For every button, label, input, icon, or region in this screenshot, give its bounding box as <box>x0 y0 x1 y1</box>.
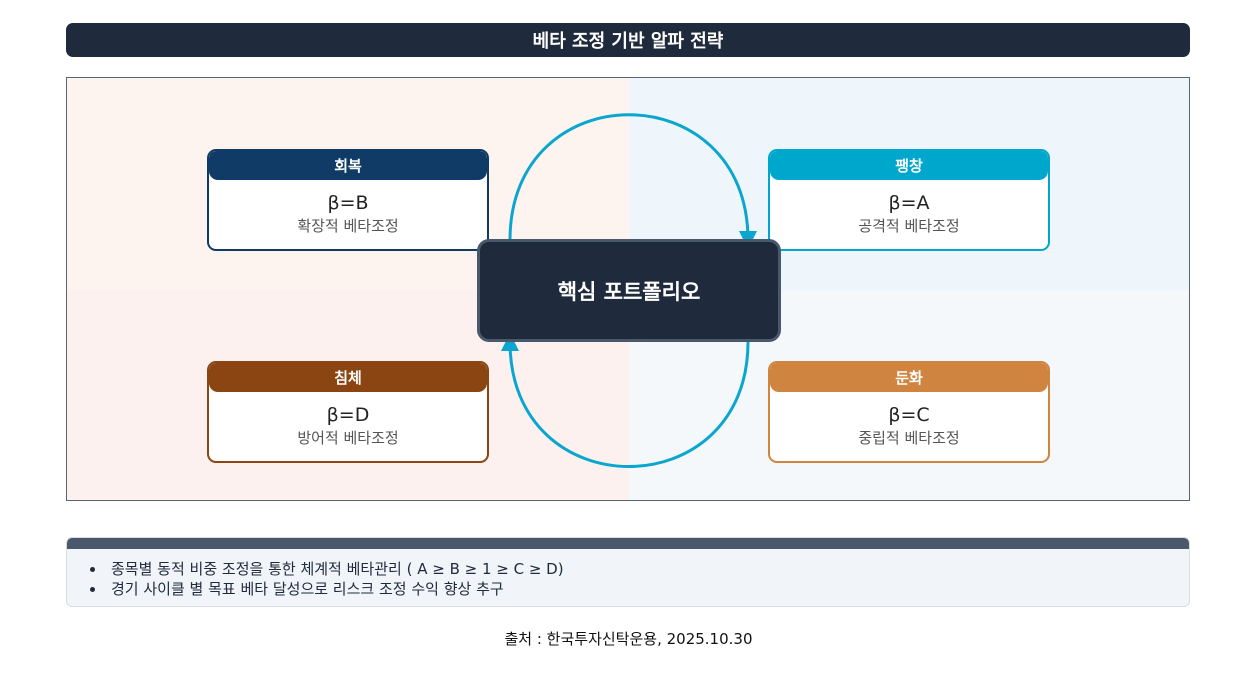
card-recession-phase: 침체 <box>209 363 487 392</box>
notes-box: 종목별 동적 비중 조정을 통한 체계적 베타관리 ( A ≥ B ≥ 1 ≥ … <box>66 537 1190 607</box>
card-expansion-phase: 팽창 <box>770 151 1048 180</box>
card-recession: 침체 β=D 방어적 베타조정 <box>207 361 489 463</box>
cycle-arrows <box>501 113 757 468</box>
card-recession-beta: β=D <box>326 404 370 426</box>
cycle-diagram: 회복 β=B 확장적 베타조정 팽창 β=A 공격적 베타조정 침체 β=D 방… <box>66 77 1190 501</box>
cycle-arrow-bottom <box>501 333 750 468</box>
card-expansion: 팽창 β=A 공격적 베타조정 <box>768 149 1050 251</box>
card-recovery-phase: 회복 <box>209 151 487 180</box>
note-item: 경기 사이클 별 목표 베타 달성으로 리스크 조정 수익 향상 추구 <box>90 579 1189 599</box>
card-slowdown-beta: β=C <box>888 404 930 426</box>
card-slowdown-phase: 둔화 <box>770 363 1048 392</box>
note-item: 종목별 동적 비중 조정을 통한 체계적 베타관리 ( A ≥ B ≥ 1 ≥ … <box>90 559 1189 579</box>
notes-list: 종목별 동적 비중 조정을 통한 체계적 베타관리 ( A ≥ B ≥ 1 ≥ … <box>67 559 1189 599</box>
diagram-title: 베타 조정 기반 알파 전략 <box>66 23 1190 57</box>
card-slowdown: 둔화 β=C 중립적 베타조정 <box>768 361 1050 463</box>
card-recovery-desc: 확장적 베타조정 <box>297 217 399 235</box>
notes-header-bar <box>67 538 1189 549</box>
card-recovery-beta: β=B <box>327 192 369 214</box>
card-recovery: 회복 β=B 확장적 베타조정 <box>207 149 489 251</box>
card-recession-desc: 방어적 베타조정 <box>297 429 399 447</box>
source-caption: 출처 : 한국투자신탁운용, 2025.10.30 <box>504 630 753 648</box>
core-portfolio: 핵심 포트폴리오 <box>477 239 781 342</box>
card-slowdown-desc: 중립적 베타조정 <box>858 429 960 447</box>
card-expansion-desc: 공격적 베타조정 <box>858 217 960 235</box>
cycle-arrow-top <box>508 113 757 249</box>
card-expansion-beta: β=A <box>888 192 930 214</box>
